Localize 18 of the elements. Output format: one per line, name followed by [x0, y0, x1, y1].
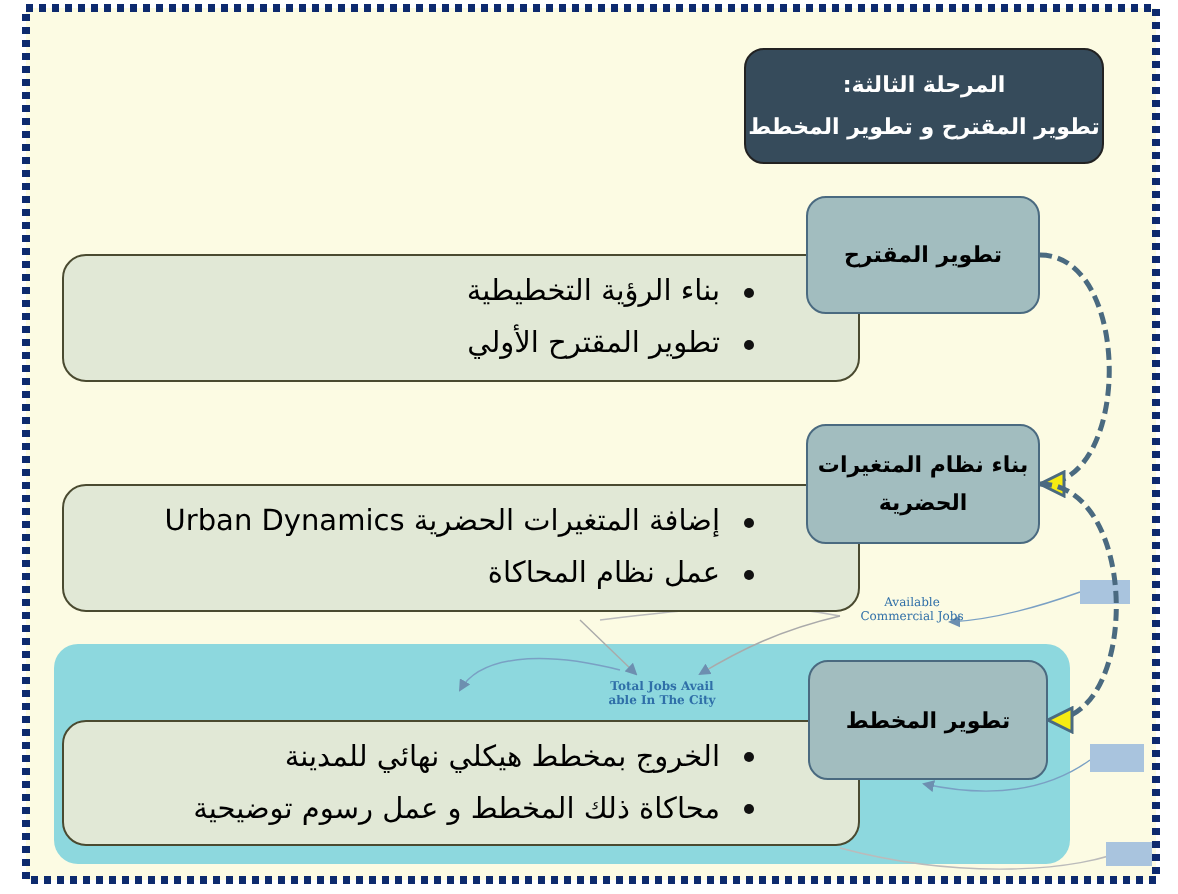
content-box [62, 484, 860, 612]
stage-label: تطوير المخطط [845, 705, 1011, 738]
stage-label: تطوير المقترح [844, 240, 1002, 272]
dashed-arrow [1039, 481, 1119, 729]
bullet-text: عمل نظام المحاكاة [487, 556, 720, 594]
bullet-text: محاكاة ذلك المخطط و عمل رسوم توضيحية [193, 791, 720, 829]
dashed-arrow [1038, 252, 1112, 493]
stage-box [806, 424, 1040, 544]
stage-box [808, 660, 1048, 780]
bullet-text: تطوير المقترح الأولي [467, 322, 720, 364]
bullet-text: الخروج بمخطط هيكلي نهائي للمدينة [284, 739, 720, 777]
bullet-text: إضافة المتغيرات الحضرية Urban Dynamics [164, 504, 720, 542]
stage-box [806, 196, 1040, 314]
title-text: تطوير المقترح و تطوير المخطط [748, 112, 1100, 144]
bullet-text: بناء الرؤية التخطيطية [466, 274, 720, 312]
title-box [744, 48, 1104, 164]
title-text: المرحلة الثالثة: [842, 70, 1006, 102]
stage-label: بناء نظام المتغيرات الحضرية [815, 450, 1031, 520]
